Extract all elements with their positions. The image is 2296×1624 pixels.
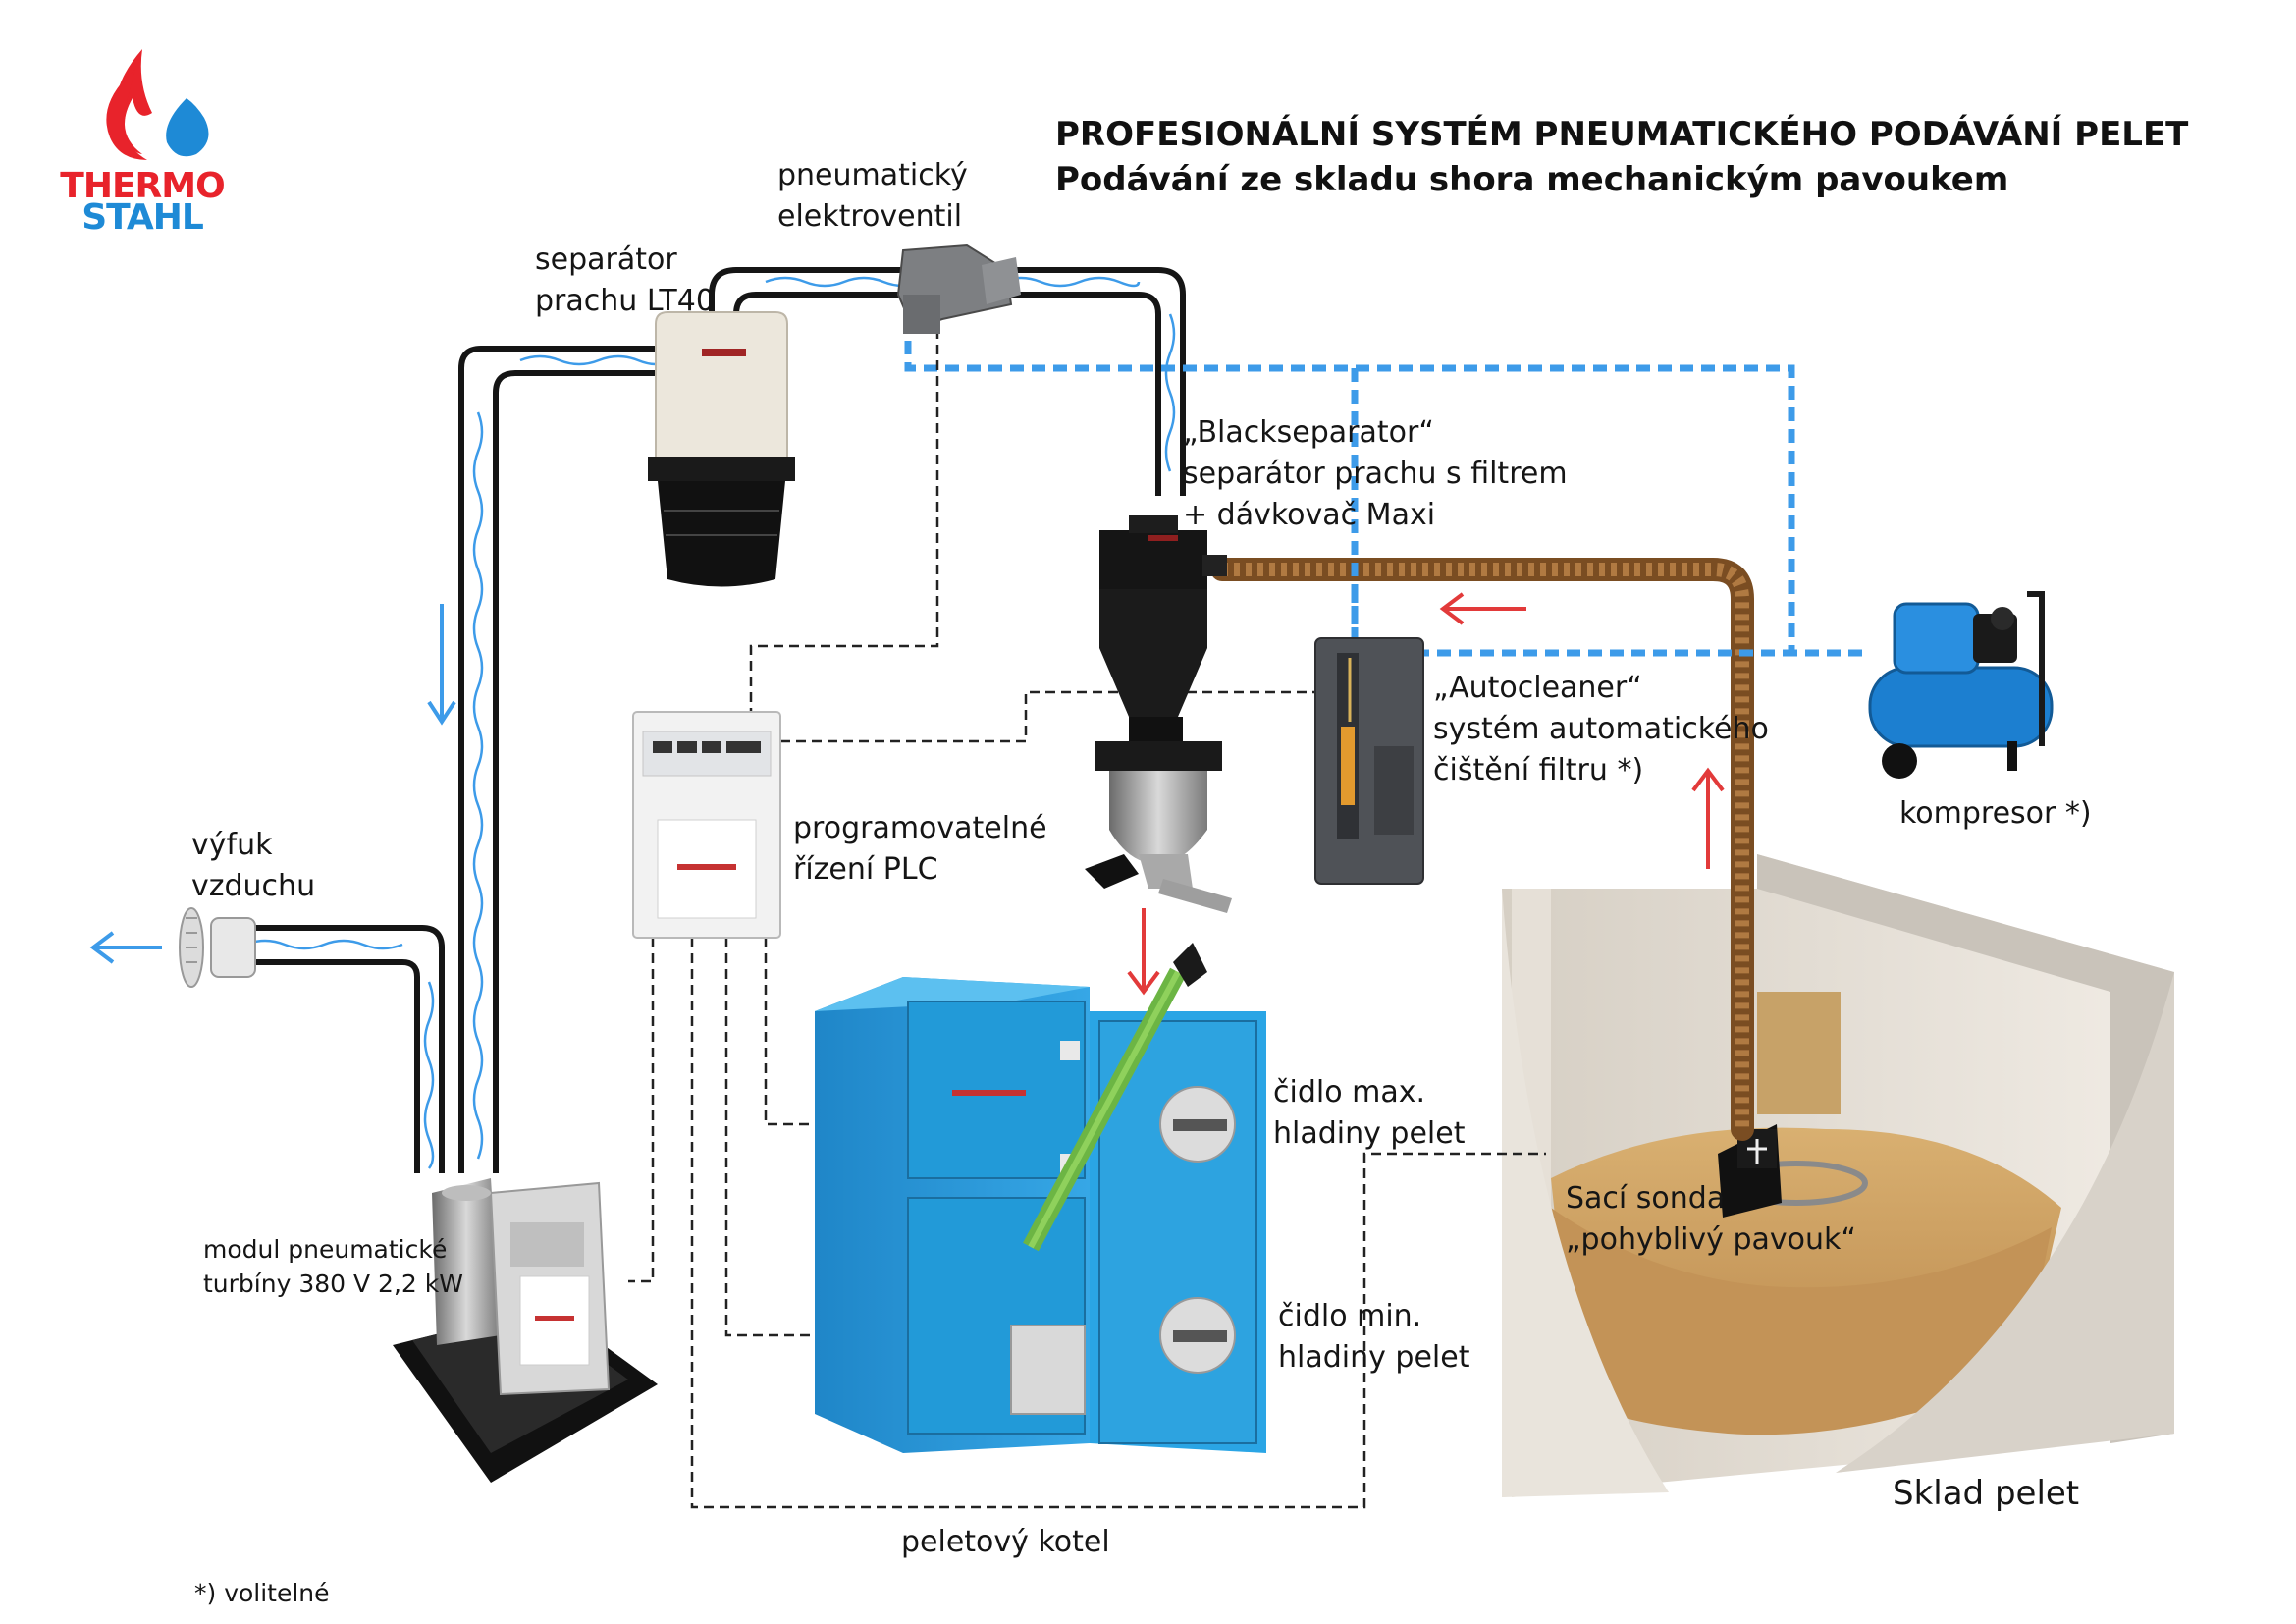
label-exhaust: výfuk vzduchu bbox=[191, 825, 315, 907]
label-boiler: peletový kotel bbox=[901, 1525, 1110, 1559]
label-blackseparator-line-1: „Blackseparator“ bbox=[1183, 415, 1434, 450]
pellet-transport-pipe bbox=[1210, 558, 1754, 1141]
label-plc-line-1: programovatelné bbox=[793, 811, 1047, 845]
label-electrovalve-line-1: pneumatický bbox=[777, 158, 968, 192]
label-sensor-max-line-2: hladiny pelet bbox=[1273, 1116, 1466, 1151]
footnote-optional: *) volitelné bbox=[194, 1579, 330, 1607]
suction-probe-spider bbox=[1718, 1124, 1868, 1218]
label-dust-separator-line-2: prachu LT40 bbox=[535, 284, 715, 318]
air-flow-arrows bbox=[89, 604, 456, 964]
label-autocleaner-line-3: čištění filtru *) bbox=[1433, 753, 1644, 787]
label-autocleaner-line-1: „Autocleaner“ bbox=[1433, 671, 1642, 705]
logo-text-thermo: THERMO bbox=[60, 166, 225, 206]
label-blackseparator-line-3: + dávkovač Maxi bbox=[1183, 498, 1436, 532]
label-storage: Sklad pelet bbox=[1893, 1474, 2080, 1513]
logo-text-stahl: STAHL bbox=[81, 197, 204, 238]
pneumatic-turbine-module bbox=[393, 1178, 658, 1483]
label-autocleaner-line-2: systém automatického bbox=[1433, 712, 1769, 746]
label-sensor-min-line-1: čidlo min. bbox=[1278, 1299, 1422, 1333]
dust-separator-lt40 bbox=[648, 311, 795, 587]
label-dust-separator-line-1: separátor bbox=[535, 243, 677, 277]
label-suction-probe: Sací sonda „pohyblivý pavouk“ bbox=[1566, 1178, 1856, 1261]
label-compressor: kompresor *) bbox=[1899, 796, 2092, 831]
label-plc-line-2: řízení PLC bbox=[793, 852, 938, 887]
black-separator-doser bbox=[1085, 515, 1232, 913]
label-plc: programovatelné řízení PLC bbox=[793, 808, 1047, 891]
company-logo: THERMO STAHL bbox=[39, 44, 245, 241]
label-sensor-max: čidlo max. hladiny pelet bbox=[1273, 1072, 1465, 1155]
label-blackseparator-line-2: separátor prachu s filtrem bbox=[1183, 457, 1568, 491]
label-blackseparator: „Blackseparator“ separátor prachu s filt… bbox=[1183, 412, 1568, 536]
label-turbine-line-2: turbíny 380 V 2,2 kW bbox=[203, 1270, 463, 1298]
plc-control-box bbox=[632, 711, 781, 939]
air-compressor bbox=[1868, 591, 2054, 779]
air-exhaust-nozzle bbox=[179, 907, 256, 988]
flame-drop-icon bbox=[106, 49, 209, 160]
label-electrovalve-line-2: elektroventil bbox=[777, 199, 963, 234]
label-dust-separator: separátor prachu LT40 bbox=[535, 240, 715, 322]
title-line-1: PROFESIONÁLNÍ SYSTÉM PNEUMATICKÉHO PODÁV… bbox=[1055, 115, 2189, 154]
label-sensor-min-line-2: hladiny pelet bbox=[1278, 1340, 1470, 1375]
label-sensor-max-line-1: čidlo max. bbox=[1273, 1075, 1425, 1110]
label-turbine-line-1: modul pneumatické bbox=[203, 1235, 448, 1264]
label-autocleaner: „Autocleaner“ systém automatického čiště… bbox=[1433, 668, 1769, 791]
label-suction-probe-line-1: Sací sonda bbox=[1566, 1181, 1726, 1216]
label-electrovalve: pneumatický elektroventil bbox=[777, 155, 968, 238]
pellet-storage-room bbox=[1502, 854, 2174, 1497]
label-exhaust-line-2: vzduchu bbox=[191, 869, 316, 903]
pellet-boiler bbox=[815, 943, 1266, 1453]
label-turbine: modul pneumatické turbíny 380 V 2,2 kW bbox=[203, 1232, 463, 1301]
pneumatic-electrovalve bbox=[896, 244, 1021, 334]
label-exhaust-line-1: výfuk bbox=[191, 828, 273, 862]
pellet-flow-arrows bbox=[1127, 592, 1725, 996]
label-suction-probe-line-2: „pohyblivý pavouk“ bbox=[1566, 1222, 1856, 1257]
title-line-2: Podávání ze skladu shora mechanickým pav… bbox=[1055, 160, 2009, 199]
autocleaner-unit bbox=[1314, 637, 1424, 885]
page-title: PROFESIONÁLNÍ SYSTÉM PNEUMATICKÉHO PODÁV… bbox=[1055, 112, 2188, 202]
label-sensor-min: čidlo min. hladiny pelet bbox=[1278, 1296, 1469, 1379]
